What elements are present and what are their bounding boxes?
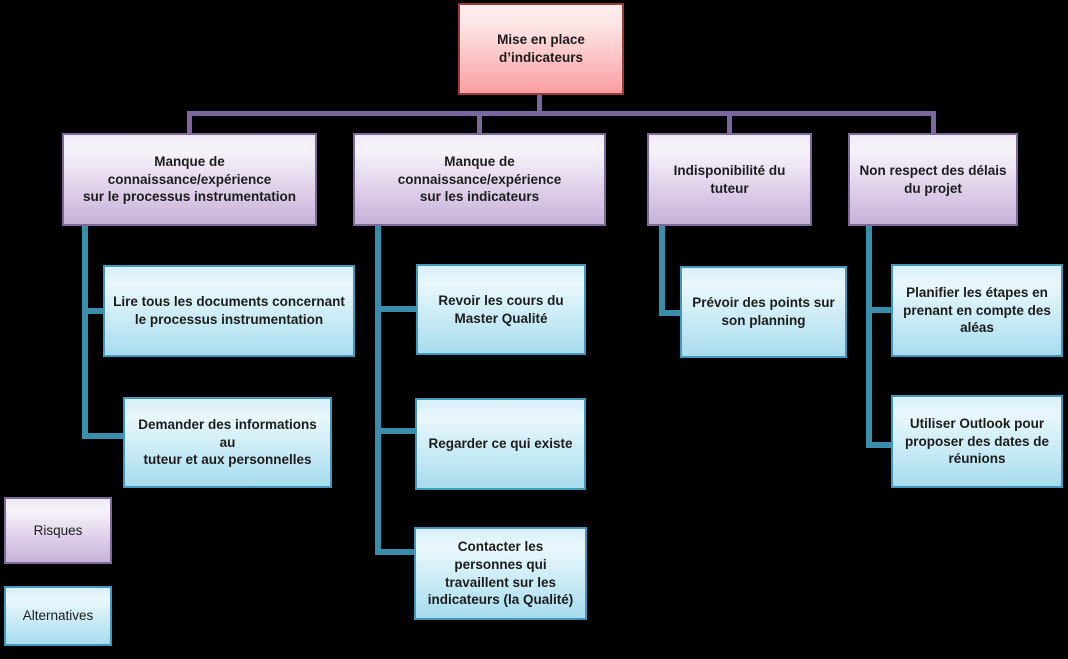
risk-node-4: Non respect des délais du projet (848, 133, 1018, 226)
risk-node-3: Indisponibilité du tuteur (647, 133, 812, 226)
legend-risques-box: Risques (4, 497, 112, 564)
connector-col2-stub2 (375, 428, 417, 434)
connector-root-stem (537, 95, 542, 113)
alternative-node-2-3: Contacter les personnes qui travaillent … (414, 527, 587, 620)
connector-col3-vline (659, 224, 665, 316)
connector-risk3-drop (727, 111, 732, 135)
alternative-node-1-1: Lire tous les documents concernant le pr… (103, 265, 355, 357)
connector-col2-stub3 (375, 549, 416, 555)
alternative-node-4-1: Planifier les étapes en prenant en compt… (891, 264, 1063, 357)
connector-risks-hbar (187, 111, 936, 116)
alternative-node-2-1: Revoir les cours du Master Qualité (416, 264, 586, 355)
connector-col1-stub1 (82, 308, 105, 314)
connector-col2-stub1 (375, 306, 418, 312)
connector-risk2-drop (477, 111, 482, 135)
connector-col3-stub1 (659, 310, 682, 316)
connector-risk4-drop (931, 111, 936, 135)
alternative-node-4-2: Utiliser Outlook pour proposer des dates… (891, 395, 1063, 488)
connector-col4-vline (866, 224, 872, 448)
alternative-node-2-2: Regarder ce qui existe (415, 398, 586, 490)
connector-col1-stub2 (82, 433, 125, 439)
root-node: Mise en place d’indicateurs (458, 3, 624, 95)
legend-alternatives-box: Alternatives (4, 586, 112, 646)
alternative-node-1-2: Demander des informations au tuteur et a… (123, 397, 332, 488)
risk-node-2: Manque de connaissance/expérience sur le… (353, 133, 606, 226)
connector-col1-vline (82, 224, 88, 439)
connector-col4-stub1 (866, 307, 893, 313)
connector-col4-stub2 (866, 442, 893, 448)
connector-col2-vline (375, 224, 381, 555)
alternative-node-3-1: Prévoir des points sur son planning (680, 266, 847, 358)
risk-node-1: Manque de connaissance/expérience sur le… (62, 133, 317, 226)
connector-risk1-drop (187, 111, 192, 135)
